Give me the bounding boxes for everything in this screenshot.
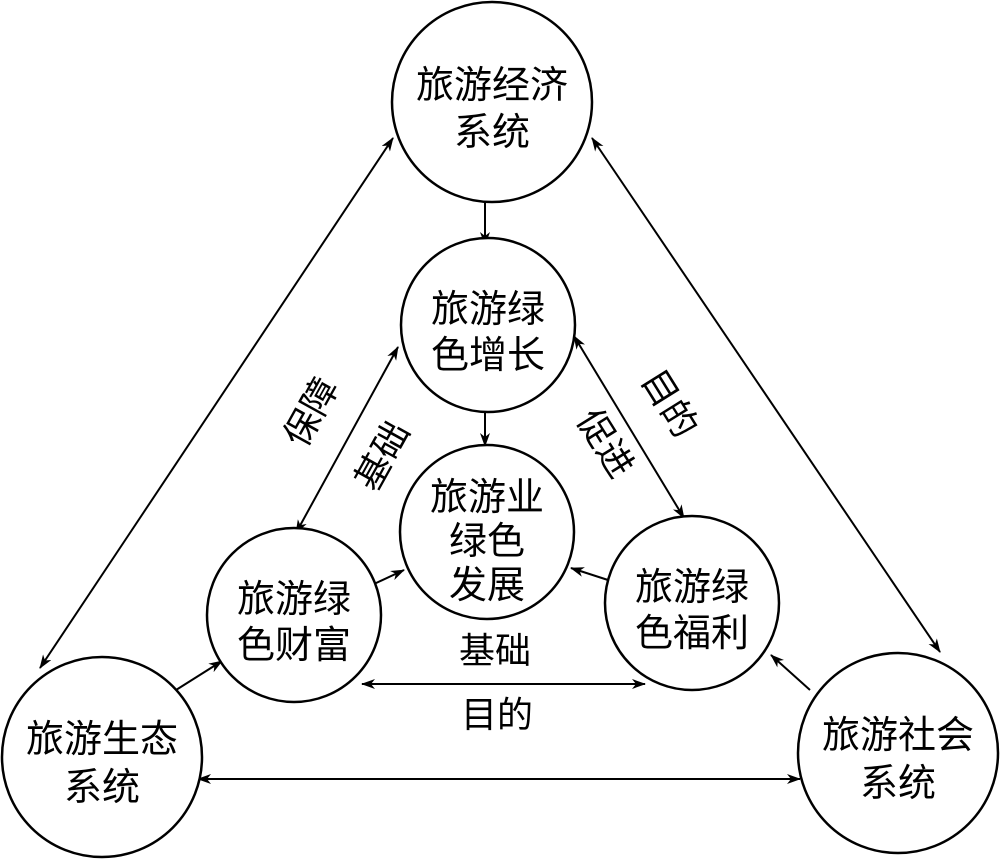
node-society-circle (796, 651, 1000, 855)
edge-society-welfare (770, 654, 811, 691)
edges (39, 137, 941, 784)
node-center-line1: 旅游业 (430, 475, 544, 519)
node-ecology-line2: 系统 (64, 765, 140, 809)
label-wealth-welfare-top: 基础 (459, 631, 531, 672)
node-society-line2: 系统 (860, 761, 936, 805)
node-economy-line2: 系统 (454, 110, 530, 154)
edge-economy-society (591, 137, 941, 653)
edge-growth-welfare (573, 335, 685, 519)
node-wealth-line1: 旅游绿 (237, 577, 351, 621)
label-growth-wealth-inner: 基础 (348, 415, 419, 498)
edge-growth-wealth (295, 346, 399, 534)
node-welfare-circle (603, 514, 781, 692)
edge-ecology-wealth (175, 660, 223, 691)
node-welfare: 旅游绿 色福利 (603, 514, 781, 692)
node-welfare-line1: 旅游绿 (635, 565, 749, 609)
edge-economy-ecology (39, 137, 394, 669)
node-growth: 旅游绿 色增长 (399, 236, 577, 414)
edge-wealth-center (373, 569, 405, 585)
node-center-circle (398, 443, 576, 621)
node-economy: 旅游经济 系统 (390, 0, 594, 204)
node-wealth: 旅游绿 色财富 (205, 526, 383, 704)
node-wealth-circle (205, 526, 383, 704)
label-wealth-welfare-bottom: 目的 (461, 695, 533, 736)
node-growth-line1: 旅游绿 (431, 287, 545, 331)
node-wealth-line2: 色财富 (237, 623, 351, 667)
label-growth-wealth-outer: 保障 (277, 371, 348, 454)
node-ecology-circle (0, 655, 204, 859)
node-growth-circle (399, 236, 577, 414)
label-growth-welfare-outer: 目的 (632, 363, 705, 446)
node-economy-circle (390, 0, 594, 204)
node-center-line2: 绿色 (449, 519, 525, 563)
node-center-line3: 发展 (449, 563, 525, 607)
node-society-line1: 旅游社会 (822, 713, 974, 757)
node-growth-line2: 色增长 (431, 333, 545, 377)
node-economy-line1: 旅游经济 (416, 63, 568, 107)
node-ecology-line1: 旅游生态 (26, 717, 178, 761)
label-growth-welfare-inner: 促进 (568, 403, 641, 486)
node-society: 旅游社会 系统 (796, 651, 1000, 855)
edge-welfare-center (570, 567, 609, 581)
node-ecology: 旅游生态 系统 (0, 655, 204, 859)
node-welfare-line2: 色福利 (635, 611, 749, 655)
node-center: 旅游业 绿色 发展 (398, 443, 576, 621)
